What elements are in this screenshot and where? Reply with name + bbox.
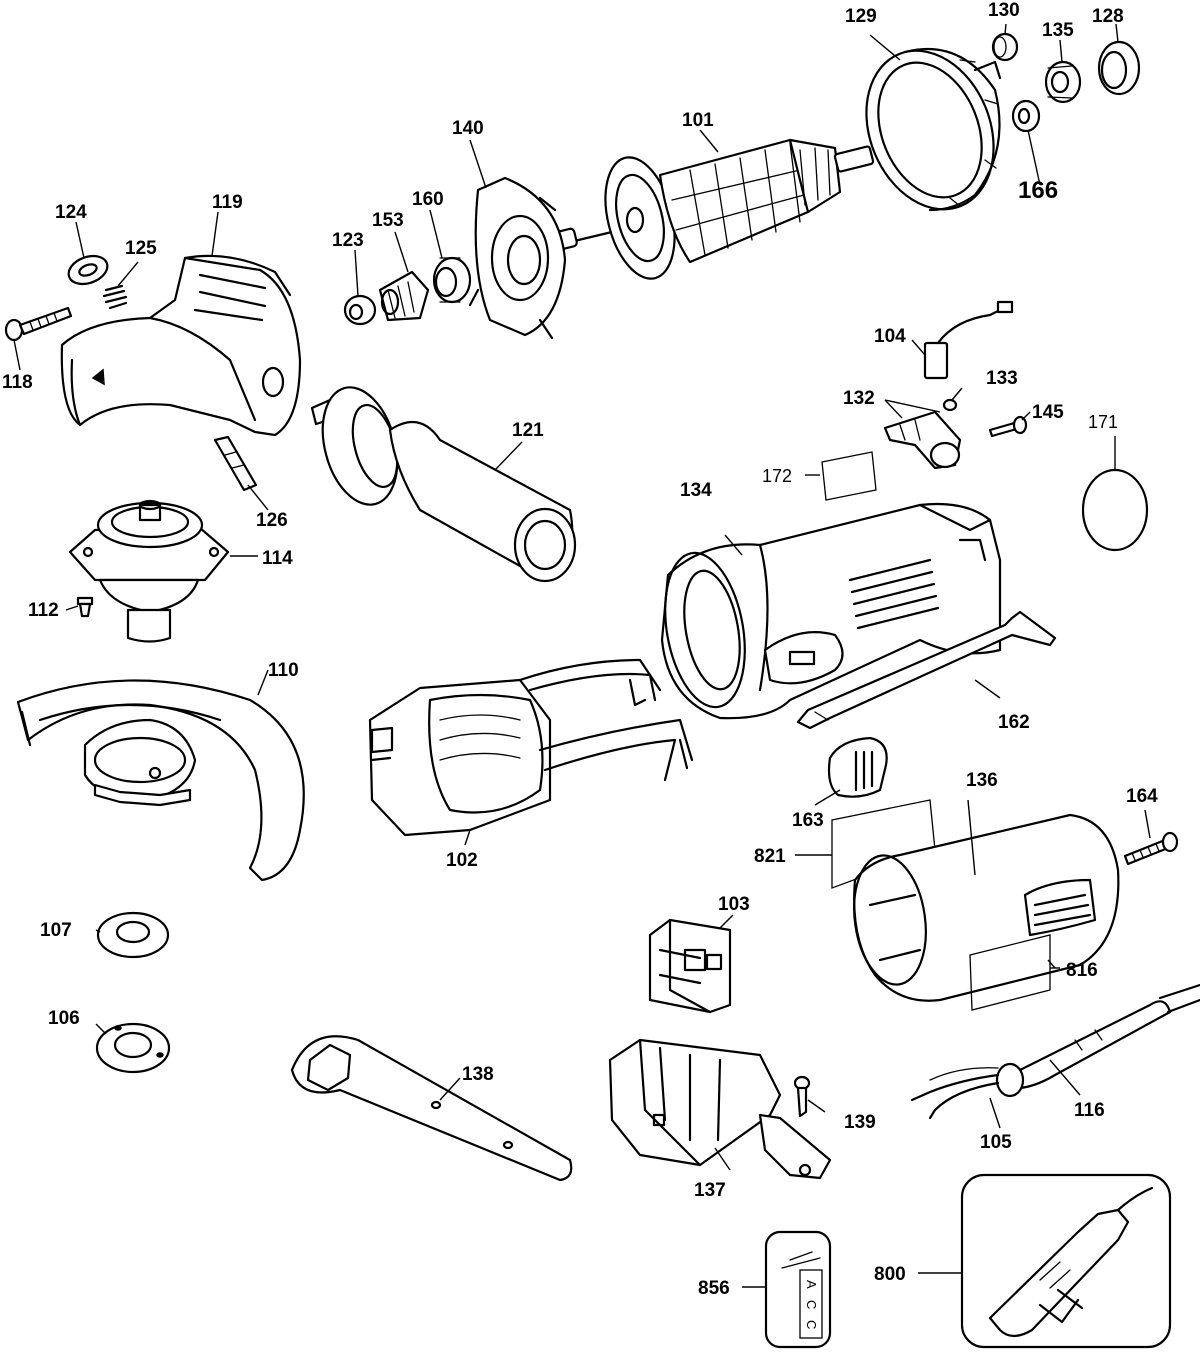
part-103-switch [648,918,732,1014]
part-118-screw [4,306,73,342]
callout-133: 133 [986,368,1018,389]
callout-124: 124 [55,202,87,223]
callout-145: 145 [1032,402,1064,423]
callout-137: 137 [694,1180,726,1201]
part-105-wires [910,1067,1000,1120]
callout-114: 114 [262,548,293,569]
part-102-field-coil [368,658,694,837]
part-160-bearing [432,256,472,304]
callout-107: 107 [40,920,72,941]
part-138-spanner-wrench [290,1035,573,1182]
callout-136: 136 [966,770,998,791]
part-133-spring [942,398,958,412]
part-121-side-handle [310,386,577,583]
callout-118: 118 [2,372,33,393]
part-123-nut [343,294,377,326]
callout-104: 104 [874,326,906,347]
callout-119: 119 [212,192,243,213]
part-112-screw [76,596,94,618]
callout-129: 129 [845,6,877,27]
part-153-pinion-gear [378,270,430,322]
part-129-gear-case [865,47,1002,212]
part-136-rear-cover [853,813,1120,1002]
part-856-acc-label: A C C [764,1230,832,1349]
callout-134: 134 [680,480,712,501]
callout-112: 112 [28,600,59,621]
callout-153: 153 [372,210,404,231]
part-101-armature [538,138,875,280]
part-171-o-ring [1081,468,1149,552]
callout-125: 125 [125,238,157,259]
callout-126: 126 [256,510,288,531]
part-116-power-cord [995,983,1200,1098]
callout-130: 130 [988,0,1020,21]
part-140-baffle [468,176,567,340]
part-164-screw [1123,831,1179,866]
callout-135: 135 [1042,20,1074,41]
part-119-gear-case-cover [60,254,302,437]
part-163-switch-button [827,736,888,798]
callout-110: 110 [268,660,299,681]
callout-103: 103 [718,894,750,915]
callout-171: 171 [1088,412,1118,432]
part-110-wheel-guard [16,679,305,882]
part-106-flange-nut [95,1022,171,1074]
callout-101: 101 [682,110,714,131]
part-128-ring [1097,40,1141,96]
callout-116: 116 [1074,1100,1105,1121]
callout-labels: 129 130 135 128 166 101 140 160 153 123 … [2,0,1158,1299]
part-162-switch-rod [796,610,1057,730]
callout-132: 132 [843,388,875,409]
callout-128: 128 [1092,6,1124,27]
part-134-motor-housing [660,502,1002,720]
leader-lines [13,23,1151,1288]
part-124-spacer [67,254,109,286]
part-166-washer [1011,99,1041,133]
part-135-bearing [1044,60,1082,104]
part-172-label [821,451,877,501]
part-816-label [969,934,1051,1011]
callout-139: 139 [844,1112,876,1133]
callout-106: 106 [48,1008,80,1029]
acc-letter-c2: C [804,1320,819,1329]
callout-800: 800 [874,1264,906,1285]
callout-172: 172 [762,466,792,486]
callout-162: 162 [998,712,1030,733]
part-800-inset-box [960,1173,1172,1349]
acc-letter-c1: C [804,1300,819,1309]
callout-160: 160 [412,189,444,210]
callout-105: 105 [980,1132,1012,1153]
callout-856: 856 [698,1278,730,1299]
part-130-bushing [991,32,1019,62]
callout-166: 166 [1018,177,1058,204]
part-126-lock-pin [213,435,258,492]
callout-123: 123 [332,230,364,251]
callout-164: 164 [1126,786,1158,807]
callout-140: 140 [452,118,484,139]
part-137-switch-holder [608,1038,832,1180]
callout-102: 102 [446,850,478,871]
callout-163: 163 [792,810,824,831]
callout-821: 821 [754,846,786,867]
callout-816: 816 [1066,960,1098,981]
part-139-screw [793,1075,811,1118]
callout-121: 121 [512,420,544,441]
part-125-spring [102,284,128,310]
callout-138: 138 [462,1064,494,1085]
part-104-brush [923,300,1014,380]
part-145-screw [988,415,1028,438]
part-114-gear-head [68,499,230,643]
acc-letter-a: A [804,1280,819,1289]
part-132-brush-holder [883,410,962,470]
part-107-flange [96,911,170,959]
